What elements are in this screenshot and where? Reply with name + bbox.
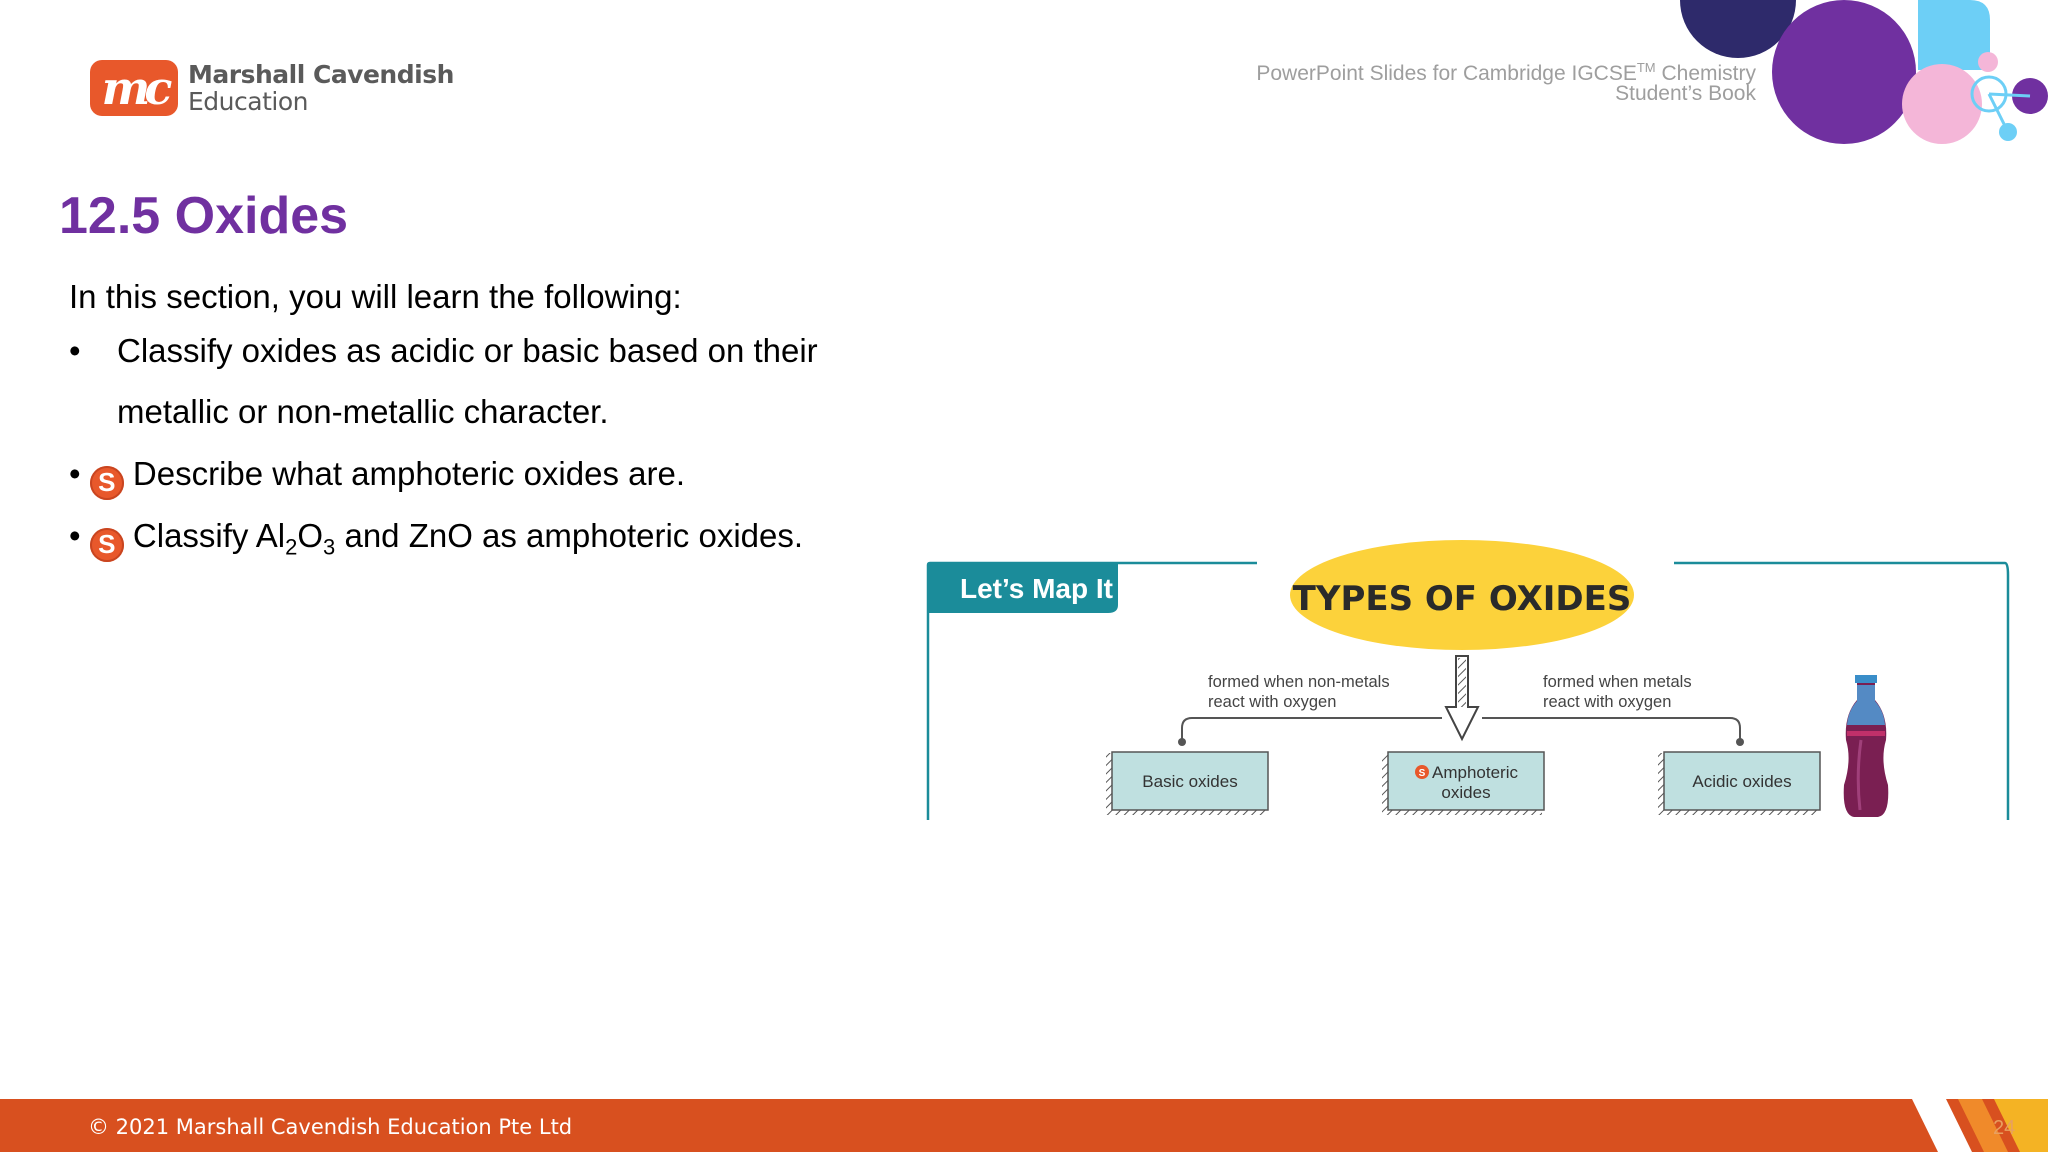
bullet-3-text-mid: O [297,517,324,554]
intro-text: In this section, you will learn the foll… [69,278,682,315]
bullet-1-line2: metallic or non-metallic character. [117,393,609,430]
box-amphoteric-oxides: S Amphoteric oxides [1382,751,1545,815]
bullet-marker: • [69,332,81,369]
publisher-logo: mc Marshall Cavendish Education [90,60,454,116]
svg-text:oxides: oxides [1441,783,1490,802]
connector-left [1181,717,1442,742]
supplementary-badge-icon: S [89,465,124,500]
connector-right [1482,717,1741,742]
header-line1: PowerPoint Slides for Cambridge IGCSE [1256,62,1637,85]
soda-bottle-icon [1843,675,1889,817]
map-tag-label: Let’s Map It [960,573,1113,604]
map-frame-right [1674,561,2010,820]
trademark-sup: TM [1636,60,1656,75]
header-line1-subject: Chemistry [1655,62,1756,85]
svg-text:Acidic oxides: Acidic oxides [1692,772,1791,791]
bullet-3-text-pre: Classify Al [132,517,286,554]
footer-stripes [1912,1099,2048,1152]
right-note-line1: formed when metals [1543,673,1692,691]
svg-text:S: S [1419,768,1426,779]
bullet-3-text-post: and ZnO as amphoteric oxides. [335,517,804,554]
left-note-line1: formed when non-metals [1208,673,1390,691]
copyright-text: © 2021 Marshall Cavendish Education Pte … [88,1115,573,1139]
header-line2: Student’s Book [1615,82,1756,105]
decorative-circles [1680,0,2048,144]
svg-text:Basic oxides: Basic oxides [1142,772,1237,791]
bullet-item-2: • S Describe what amphoteric oxides are. [69,455,685,500]
bullet-2-text: Describe what amphoteric oxides are. [132,455,685,492]
box-basic-oxides: Basic oxides [1106,751,1269,815]
bullet-1-line1: Classify oxides as acidic or basic based… [117,332,818,369]
bullet-marker: • [69,517,81,554]
heading-ellipse [1290,540,1634,650]
page-number: 24 [1993,1117,2016,1139]
bullet-marker: • [69,455,81,492]
box-acidic-oxides: Acidic oxides [1658,751,1821,815]
supplementary-badge-icon: S [89,527,124,562]
right-note-line2: react with oxygen [1543,693,1671,711]
svg-text:Amphoteric: Amphoteric [1432,763,1518,782]
logo-mark: mc [90,60,178,116]
map-heading: TYPES OF OXIDES [1293,579,1632,619]
course-header: PowerPoint Slides for Cambridge IGCSETM … [1256,58,1756,104]
slide-title: 12.5 Oxides [59,187,349,245]
subscript: 3 [323,534,336,560]
map-tag-bg [928,563,1118,613]
logo-name-line2: Education [188,87,308,116]
footer-bar [0,1099,2048,1152]
left-note-line2: react with oxygen [1208,693,1336,711]
concept-map: Let’s Map It TYPES OF OXIDES formed when… [926,540,2010,820]
logo-name-line1: Marshall Cavendish [188,60,454,89]
supplementary-badge-icon [1415,765,1429,779]
bullet-item-3: • S Classify Al2O3 and ZnO as amphoteric… [69,517,803,562]
subscript: 2 [285,534,298,560]
